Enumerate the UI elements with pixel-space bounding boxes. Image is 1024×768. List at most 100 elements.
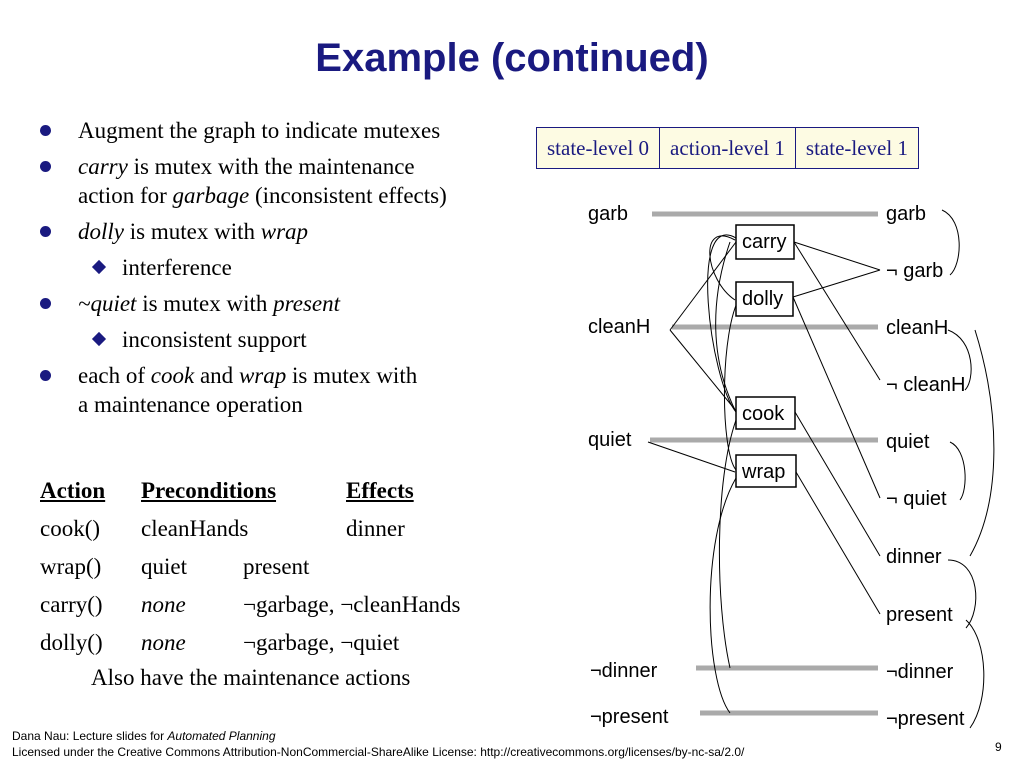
bullet-text: Augment the graph to indicate mutexes: [78, 118, 441, 143]
effect-link: [792, 296, 881, 499]
prop-label: ¬ cleanH: [886, 374, 966, 396]
table-cell: carry(): [40, 592, 103, 617]
bullet-text: and: [194, 363, 239, 388]
action-box-wrap: [735, 454, 797, 488]
bullet-text: action for: [78, 183, 173, 208]
planning-graph: carry dolly cook wrap garb cleanH quiet …: [588, 203, 995, 730]
footer: Dana Nau: Lecture slides for Automated P…: [12, 728, 744, 760]
bullet-text: is mutex with: [286, 363, 418, 388]
bullet-text: is mutex with: [124, 219, 261, 244]
sub-bullet-item: interference: [40, 253, 540, 282]
table-cell: present: [243, 554, 310, 579]
prop-label: garb: [588, 203, 628, 225]
bullet-dot-icon: [40, 125, 51, 136]
table-cell: none: [141, 630, 186, 655]
level-header: state-level 0 action-level 1 state-level…: [536, 127, 919, 169]
bullet-item: Augment the graph to indicate mutexes: [40, 116, 540, 145]
bullet-text: inconsistent support: [122, 327, 307, 352]
prop-label: ¬present: [590, 706, 669, 728]
effect-link: [793, 241, 881, 381]
prop-label: ¬ quiet: [886, 488, 947, 510]
maintenance-lines: [650, 211, 878, 716]
mutex-arc: [709, 477, 737, 714]
effect-link: [795, 471, 881, 615]
table-header: Preconditions: [141, 478, 277, 503]
bullet-item: carry is mutex with the maintenance acti…: [40, 152, 540, 210]
prop-label: present: [886, 604, 953, 626]
bullet-text: is mutex with: [136, 291, 274, 316]
bullet-text: garbage: [172, 183, 250, 208]
table-cell: ¬garbage, ¬cleanHands: [243, 592, 461, 617]
action-label: carry: [742, 231, 786, 253]
action-box-cook: [735, 396, 796, 430]
footer-book-title: Automated Planning: [167, 729, 276, 743]
bullet-text: ~quiet: [78, 291, 137, 316]
bullet-text: wrap: [260, 219, 309, 244]
prop-label: dinner: [886, 546, 942, 568]
action-label: dolly: [742, 288, 783, 310]
bullet-text: each of: [78, 363, 151, 388]
bullet-text: present: [273, 291, 341, 316]
bullet-text: carry: [78, 154, 128, 179]
precondition-link: [647, 441, 736, 473]
bullet-item: each of cook and wrap is mutex with a ma…: [40, 361, 540, 419]
level-label: action-level 1: [660, 128, 796, 168]
prop-label: quiet: [886, 431, 930, 453]
footer-text: Dana Nau: Lecture slides for: [12, 729, 168, 743]
prop-label: ¬ garb: [886, 260, 943, 282]
table-cell: none: [141, 592, 186, 617]
table-cell: dinner: [346, 516, 405, 541]
mutex-arc: [724, 296, 741, 471]
table-cell: ¬garbage, ¬quiet: [243, 630, 400, 655]
bullet-dot-icon: [40, 161, 51, 172]
table-cell: cleanHands: [141, 516, 249, 541]
links: [647, 209, 995, 729]
mutex-arc: [947, 559, 977, 629]
bullet-text: (inconsistent effects): [249, 183, 447, 208]
bullet-list: Augment the graph to indicate mutexes ca…: [40, 116, 540, 426]
bullet-text: interference: [122, 255, 232, 280]
bullet-item: dolly is mutex with wrap: [40, 217, 540, 246]
diamond-bullet-icon: [91, 331, 107, 347]
bullet-text: a maintenance operation: [78, 392, 303, 417]
effect-link: [793, 241, 881, 271]
bullet-dot-icon: [40, 226, 51, 237]
mutex-arc: [718, 419, 737, 669]
bullet-text: is mutex with the maintenance: [127, 154, 415, 179]
prop-label: quiet: [588, 429, 632, 451]
action-box-carry: [735, 224, 795, 260]
mutex-arc: [969, 329, 995, 557]
table-cell: wrap(): [40, 554, 102, 579]
action-nodes: carry dolly cook wrap: [735, 224, 797, 488]
action-label: cook: [742, 403, 785, 425]
footer-license: Licensed under the Creative Commons Attr…: [12, 745, 745, 759]
prop-label: cleanH: [588, 316, 650, 338]
level-label: state-level 0: [537, 128, 661, 168]
diamond-bullet-icon: [91, 259, 107, 275]
bullet-text: cook: [150, 363, 195, 388]
mutex-arc: [949, 441, 966, 501]
prop-label: ¬dinner: [886, 661, 954, 683]
bullet-dot-icon: [40, 298, 51, 309]
page-number: 9: [995, 740, 1002, 754]
table-cell: cook(): [40, 516, 101, 541]
prop-label: ¬present: [886, 708, 965, 730]
table-header: Action: [40, 478, 106, 503]
prop-label: ¬dinner: [590, 660, 658, 682]
effect-link: [792, 269, 881, 298]
table-cell: dolly(): [40, 630, 103, 655]
table-header: Effects: [346, 478, 414, 503]
mutex-arc: [715, 241, 737, 413]
mutex-arc: [707, 234, 737, 413]
effect-link: [794, 411, 881, 557]
mutex-arc: [947, 329, 972, 391]
slide-title: Example (continued): [315, 36, 709, 80]
bullet-item: ~quiet is mutex with present: [40, 289, 540, 318]
sub-bullet-item: inconsistent support: [40, 325, 540, 354]
mutex-arc: [965, 619, 985, 729]
state-level-1-props: garb ¬ garb cleanH ¬ cleanH quiet ¬ quie…: [886, 203, 966, 730]
level-label: state-level 1: [805, 136, 908, 160]
prop-label: cleanH: [886, 317, 948, 339]
mutex-arc: [941, 209, 960, 276]
action-label: wrap: [741, 461, 785, 483]
